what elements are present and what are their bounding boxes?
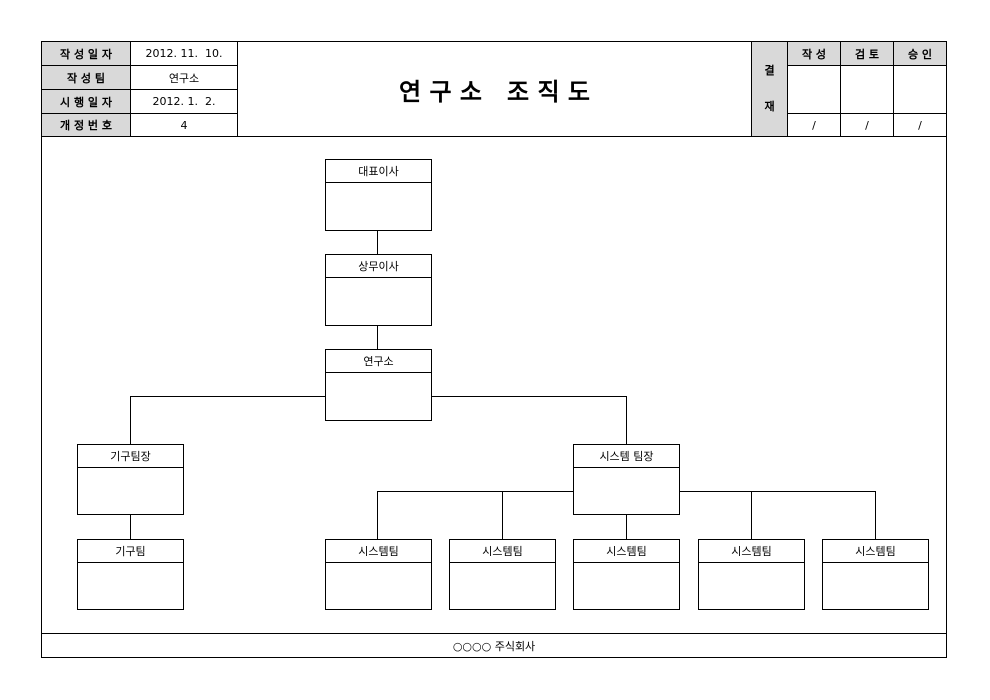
org-box-system-lead-label: 시스템 팀장 bbox=[574, 445, 679, 468]
signature-box-approver[interactable] bbox=[894, 66, 946, 113]
connector-line bbox=[751, 491, 752, 539]
org-box-mechanical-lead-label: 기구팀장 bbox=[78, 445, 183, 468]
org-box-system-lead[interactable]: 시스템 팀장 bbox=[573, 444, 680, 515]
org-box-system-team-3[interactable]: 시스템팀 bbox=[573, 539, 680, 610]
org-box-system-team-label: 시스템팀 bbox=[450, 540, 555, 563]
grid-line bbox=[840, 41, 841, 136]
org-box-research-lab-label: 연구소 bbox=[326, 350, 431, 373]
grid-line bbox=[787, 41, 788, 136]
grid-line bbox=[41, 89, 237, 90]
value-effective-date: 2012. 1. 2. bbox=[152, 95, 216, 108]
org-box-system-team-label: 시스템팀 bbox=[699, 540, 804, 563]
org-box-system-team-label: 시스템팀 bbox=[326, 540, 431, 563]
header-bottom-line bbox=[41, 136, 947, 137]
label-effective-date: 시 행 일 자 bbox=[42, 90, 130, 113]
company-name: ○○○○ 주식회사 bbox=[452, 639, 536, 653]
connector-line bbox=[377, 491, 378, 539]
approval-side-label-1: 결 bbox=[764, 64, 775, 77]
approval-date-author: / bbox=[812, 118, 816, 132]
value-created-team: 연구소 bbox=[168, 71, 200, 85]
grid-line bbox=[41, 65, 237, 66]
org-box-system-team-label: 시스템팀 bbox=[574, 540, 679, 563]
org-box-mechanical-lead[interactable]: 기구팀장 bbox=[77, 444, 184, 515]
org-box-system-team-label: 시스템팀 bbox=[823, 540, 928, 563]
approval-date-approver: / bbox=[918, 118, 922, 132]
approval-side-label-bg bbox=[752, 42, 787, 136]
connector-line bbox=[626, 396, 627, 444]
connector-line bbox=[875, 491, 876, 539]
org-box-mechanical-team[interactable]: 기구팀 bbox=[77, 539, 184, 610]
org-box-managing-director-label: 상무이사 bbox=[326, 255, 431, 278]
grid-line bbox=[237, 41, 238, 136]
grid-line bbox=[893, 41, 894, 136]
label-created-team: 작 성 팀 bbox=[42, 66, 130, 89]
org-box-system-team-4[interactable]: 시스템팀 bbox=[698, 539, 805, 610]
grid-line bbox=[787, 65, 947, 66]
page-title: 연 구 소 조 직 도 bbox=[399, 77, 590, 106]
org-box-ceo[interactable]: 대표이사 bbox=[325, 159, 432, 231]
approval-col-author: 작 성 bbox=[788, 42, 840, 65]
org-box-research-lab[interactable]: 연구소 bbox=[325, 349, 432, 421]
grid-line bbox=[130, 41, 131, 136]
label-revision-number: 개 정 번 호 bbox=[42, 114, 130, 136]
signature-box-author[interactable] bbox=[788, 66, 840, 113]
approval-side-label-2: 재 bbox=[764, 100, 775, 113]
footer-line bbox=[41, 633, 947, 634]
approval-col-reviewer: 검 토 bbox=[841, 42, 893, 65]
connector-line bbox=[130, 396, 131, 444]
approval-date-reviewer: / bbox=[865, 118, 869, 132]
connector-line bbox=[130, 396, 325, 397]
connector-line bbox=[432, 396, 627, 397]
org-box-managing-director[interactable]: 상무이사 bbox=[325, 254, 432, 326]
org-box-system-team-1[interactable]: 시스템팀 bbox=[325, 539, 432, 610]
value-revision-number: 4 bbox=[180, 118, 188, 132]
grid-line bbox=[41, 113, 237, 114]
connector-line bbox=[502, 491, 503, 539]
org-box-system-team-2[interactable]: 시스템팀 bbox=[449, 539, 556, 610]
value-created-date: 2012. 11. 10. bbox=[145, 47, 223, 60]
grid-line bbox=[787, 113, 947, 114]
approval-col-approver: 승 인 bbox=[894, 42, 946, 65]
org-box-ceo-label: 대표이사 bbox=[326, 160, 431, 183]
connector-line bbox=[130, 515, 131, 539]
label-created-date: 작 성 일 자 bbox=[42, 42, 130, 65]
document-frame bbox=[41, 41, 947, 658]
org-box-system-team-5[interactable]: 시스템팀 bbox=[822, 539, 929, 610]
org-box-mechanical-team-label: 기구팀 bbox=[78, 540, 183, 563]
connector-line bbox=[626, 515, 627, 539]
connector-line bbox=[377, 491, 573, 492]
connector-line bbox=[377, 231, 378, 254]
grid-line bbox=[751, 41, 752, 136]
signature-box-reviewer[interactable] bbox=[841, 66, 893, 113]
connector-line bbox=[377, 326, 378, 349]
connector-line bbox=[680, 491, 876, 492]
